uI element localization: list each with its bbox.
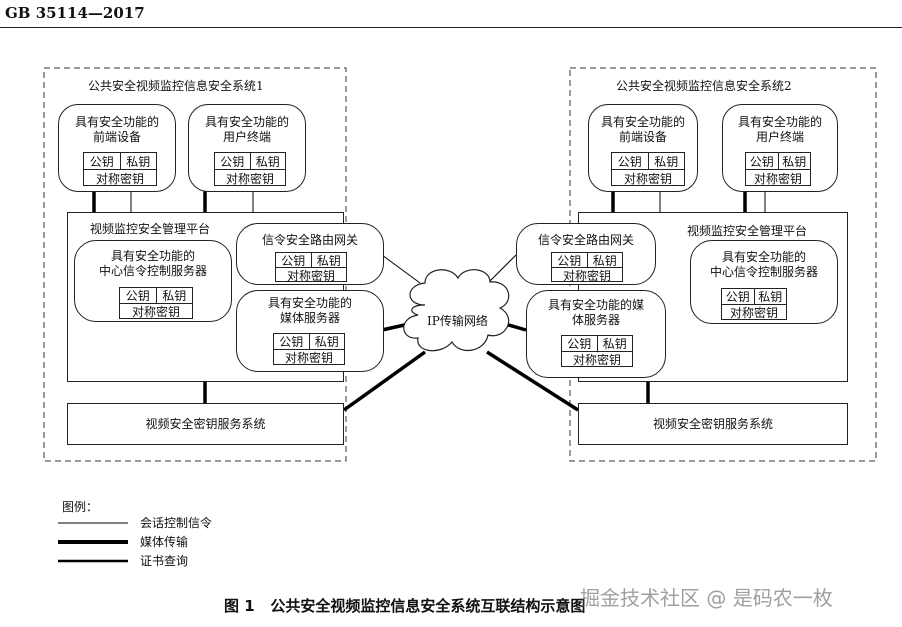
private-key: 私钥 <box>308 334 345 349</box>
key-block: 公钥私钥 对称密钥 <box>721 288 787 320</box>
gateway-title: 信令安全路由网关 <box>261 233 358 247</box>
system1-key-service: 视频安全密钥服务系统 <box>67 403 344 445</box>
system2-frontend-device: 具有安全功能的 前端设备 公钥私钥 对称密钥 <box>588 104 698 192</box>
frontend-line1: 具有安全功能的 <box>74 115 159 129</box>
system2-center-server: 具有安全功能的 中心信令控制服务器 公钥私钥 对称密钥 <box>690 240 838 324</box>
key-block: 公钥私钥 对称密钥 <box>551 252 623 283</box>
public-key: 公钥 <box>220 154 245 169</box>
key-block: 公钥私钥 对称密钥 <box>273 333 345 365</box>
watermark: 掘金技术社区 @ 是码农一枚 <box>580 586 833 610</box>
private-key: 私钥 <box>647 153 685 169</box>
system1-frontend-device: 具有安全功能的 前端设备 公钥私钥 对称密钥 <box>58 104 176 192</box>
symmetric-key: 对称密钥 <box>729 306 778 320</box>
public-key: 公钥 <box>749 154 774 169</box>
terminal-line2: 用户终端 <box>755 130 804 144</box>
key-block: 公钥私钥 对称密钥 <box>214 152 286 186</box>
symmetric-key: 对称密钥 <box>95 171 144 186</box>
private-key: 私钥 <box>596 336 633 351</box>
key-block: 公钥私钥 对称密钥 <box>83 152 157 186</box>
server-line1: 具有安全功能的 <box>721 250 806 264</box>
system1-center-server: 具有安全功能的 中心信令控制服务器 公钥私钥 对称密钥 <box>74 240 232 322</box>
public-key: 公钥 <box>567 337 592 351</box>
public-key: 公钥 <box>89 154 114 169</box>
public-key: 公钥 <box>557 253 582 268</box>
private-key: 私钥 <box>119 153 157 169</box>
figure-caption: 图 1 公共安全视频监控信息安全系统互联结构示意图 <box>224 597 586 615</box>
terminal-line2: 用户终端 <box>222 130 271 144</box>
frontend-line2: 前端设备 <box>92 130 141 144</box>
private-key: 私钥 <box>310 253 347 268</box>
media-line1: 具有安全功能的 <box>267 296 352 310</box>
frontend-line1: 具有安全功能的 <box>600 115 685 129</box>
system1-label: 公共安全视频监控信息安全系统1 <box>88 79 264 93</box>
public-key: 公钥 <box>279 335 304 349</box>
legend-cert-label: 证书查询 <box>140 554 189 568</box>
platform-title: 视频监控安全管理平台 <box>90 222 211 236</box>
legend-signal-label: 会话控制信令 <box>140 516 213 530</box>
public-key: 公钥 <box>125 289 150 303</box>
symmetric-key: 对称密钥 <box>225 171 274 186</box>
media-line2: 体服务器 <box>571 313 620 327</box>
private-key: 私钥 <box>777 153 811 169</box>
symmetric-key: 对称密钥 <box>286 268 335 283</box>
system2-key-service: 视频安全密钥服务系统 <box>578 403 848 445</box>
platform-title: 视频监控安全管理平台 <box>687 224 808 238</box>
system1-media-server: 具有安全功能的 媒体服务器 公钥私钥 对称密钥 <box>236 290 384 372</box>
system1-frame <box>43 67 347 462</box>
header-rule <box>0 27 902 28</box>
system2-signal-gateway: 信令安全路由网关 公钥私钥 对称密钥 <box>516 223 656 285</box>
symmetric-key: 对称密钥 <box>284 351 333 365</box>
media-line1: 具有安全功能的媒 <box>547 298 644 312</box>
server-line2: 中心信令控制服务器 <box>709 265 818 279</box>
key-block: 公钥私钥 对称密钥 <box>611 152 685 186</box>
private-key: 私钥 <box>249 153 286 169</box>
key-block: 公钥私钥 对称密钥 <box>745 152 811 186</box>
legend-title: 图例： <box>62 500 99 514</box>
legend-media-label: 媒体传输 <box>140 535 189 549</box>
system1-user-terminal: 具有安全功能的 用户终端 公钥私钥 对称密钥 <box>188 104 306 192</box>
key-block: 公钥私钥 对称密钥 <box>119 287 193 319</box>
key-block: 公钥私钥 对称密钥 <box>275 252 347 283</box>
media-line2: 媒体服务器 <box>279 311 340 325</box>
server-line1: 具有安全功能的 <box>110 249 195 263</box>
symmetric-key: 对称密钥 <box>623 171 672 186</box>
private-key: 私钥 <box>753 289 787 304</box>
terminal-line1: 具有安全功能的 <box>737 115 822 129</box>
symmetric-key: 对称密钥 <box>753 171 802 186</box>
public-key: 公钥 <box>617 154 642 169</box>
ip-network-cloud <box>403 269 510 352</box>
public-key: 公钥 <box>281 253 306 268</box>
private-key: 私钥 <box>586 253 623 268</box>
standard-code: GB 35114—2017 <box>5 4 145 22</box>
public-key: 公钥 <box>725 290 750 304</box>
system1-signal-gateway: 信令安全路由网关 公钥私钥 对称密钥 <box>236 223 384 285</box>
server-line2: 中心信令控制服务器 <box>98 264 207 278</box>
frontend-line2: 前端设备 <box>618 130 667 144</box>
symmetric-key: 对称密钥 <box>131 305 180 319</box>
private-key: 私钥 <box>155 288 193 303</box>
system2-user-terminal: 具有安全功能的 用户终端 公钥私钥 对称密钥 <box>722 104 838 192</box>
ip-network-label: IP传输网络 <box>427 314 488 328</box>
key-block: 公钥私钥 对称密钥 <box>561 335 633 367</box>
symmetric-key: 对称密钥 <box>562 268 611 283</box>
symmetric-key: 对称密钥 <box>572 353 621 367</box>
system2-media-server: 具有安全功能的媒 体服务器 公钥私钥 对称密钥 <box>526 290 666 378</box>
gateway-title: 信令安全路由网关 <box>537 233 634 247</box>
terminal-line1: 具有安全功能的 <box>204 115 289 129</box>
system2-label: 公共安全视频监控信息安全系统2 <box>616 79 792 93</box>
